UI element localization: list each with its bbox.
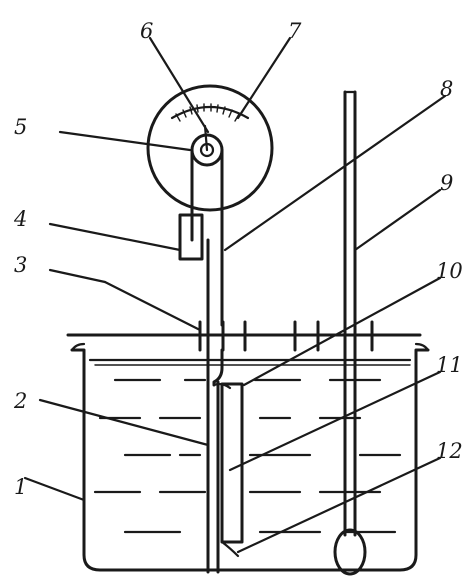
liquid xyxy=(88,358,412,534)
callout-9: 9 xyxy=(440,171,453,195)
beaker xyxy=(70,342,430,572)
callout-5: 5 xyxy=(14,115,27,139)
support-plate xyxy=(66,320,422,352)
callout-10: 10 xyxy=(436,259,463,283)
callout-12: 12 xyxy=(436,439,463,463)
dial xyxy=(146,84,274,212)
callout-7: 7 xyxy=(288,19,302,43)
leader-lines xyxy=(23,36,447,554)
immersed-plate xyxy=(206,238,244,574)
counterweight xyxy=(178,198,204,261)
callout-8: 8 xyxy=(440,77,453,101)
callout-3: 3 xyxy=(14,253,27,277)
callout-6: 6 xyxy=(140,19,153,43)
callout-11: 11 xyxy=(436,353,463,377)
callout-4: 4 xyxy=(13,207,27,231)
lever-arm xyxy=(190,148,224,387)
callout-2: 2 xyxy=(13,389,27,413)
callout-1: 1 xyxy=(14,475,27,499)
callout-labels: 1 2 3 4 5 6 7 8 9 10 11 12 xyxy=(13,19,463,499)
